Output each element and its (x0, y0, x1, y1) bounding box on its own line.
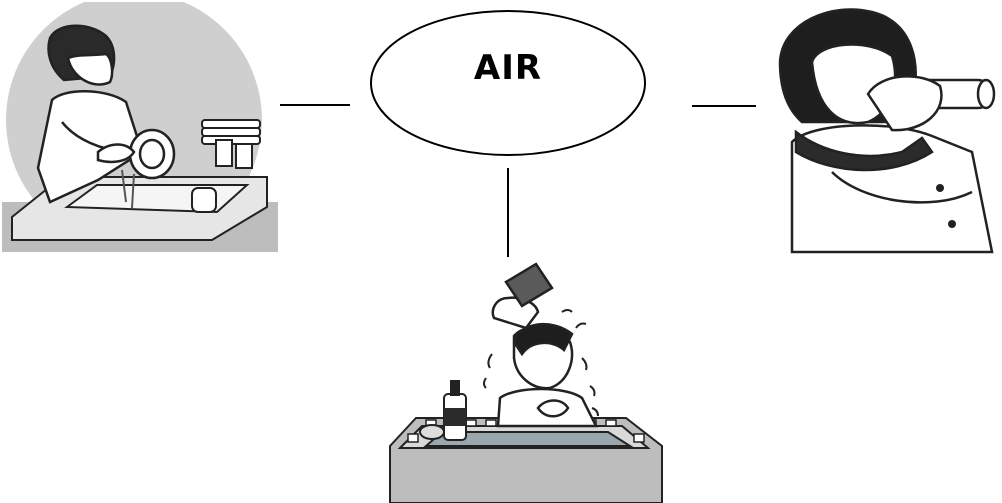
boy-bathing-illustration (389, 262, 663, 503)
girl-drinking-from-glass-illustration (778, 8, 996, 254)
center-oval (370, 10, 646, 156)
center-label: AIR (473, 48, 543, 88)
girl-washing-dishes-illustration (2, 2, 278, 252)
